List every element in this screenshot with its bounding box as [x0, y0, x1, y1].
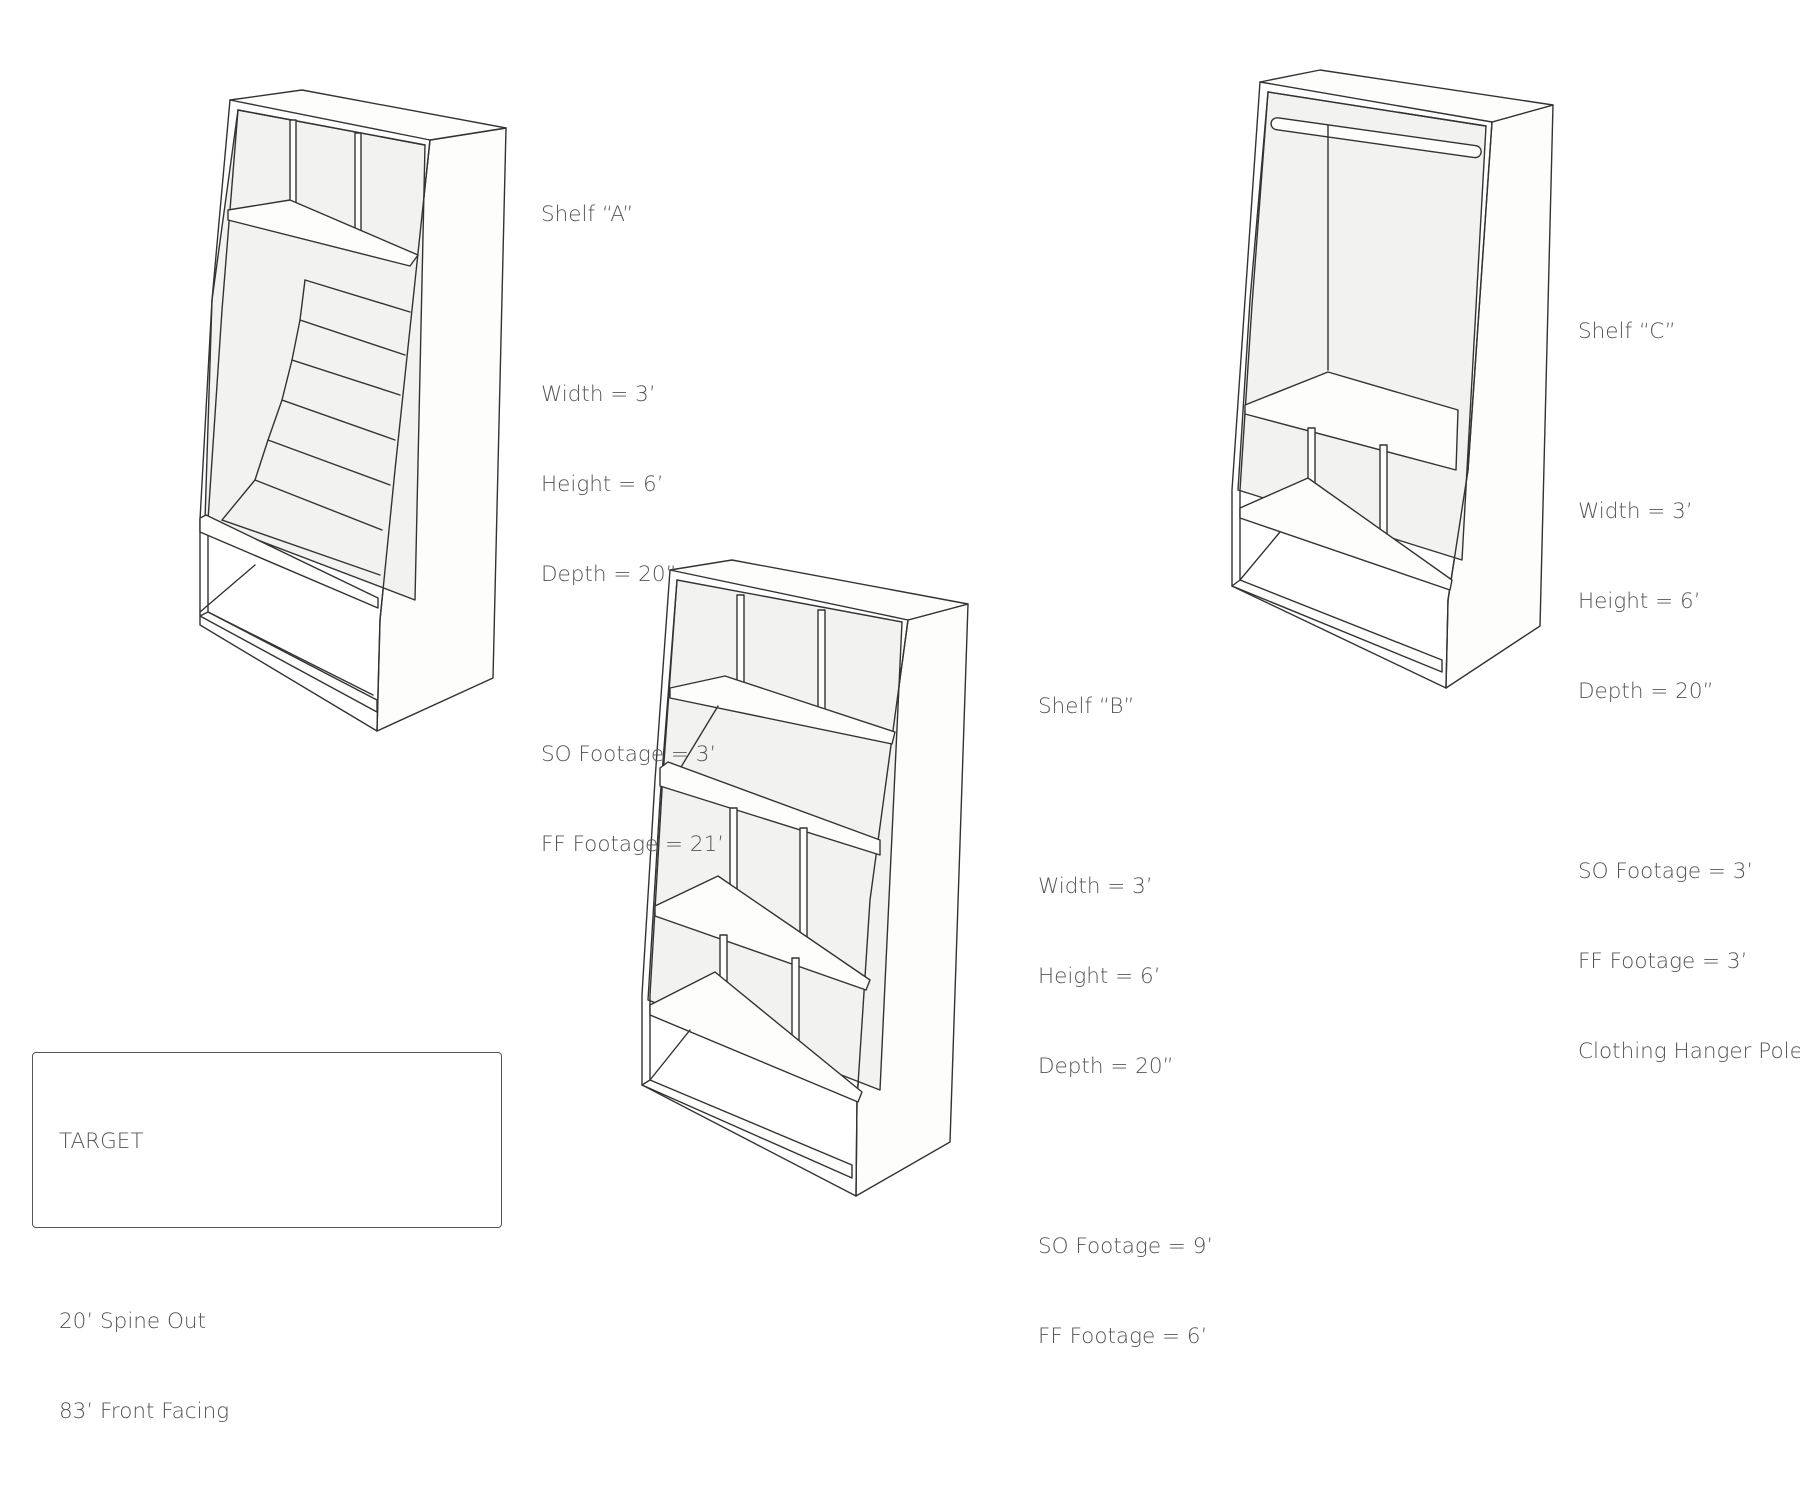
shelf-a-ledge [199, 514, 379, 609]
shelf-a-so-footage: SO Footage = 3’ [541, 742, 717, 767]
shelf-c-title: Shelf “C” [1578, 319, 1676, 344]
shelf-c-so-footage: SO Footage = 3’ [1578, 859, 1754, 884]
shelf-c-ff-footage: FF Footage = 3’ [1578, 949, 1748, 974]
shelf-a-divider [354, 132, 362, 241]
shelf-c-drawing [1231, 69, 1554, 689]
shelf-b-shelf [649, 971, 863, 1103]
target-front-facing: 83’ Front Facing [59, 1399, 230, 1424]
shelf-a-width: Width = 3’ [541, 382, 656, 407]
shelf-diagram [199, 69, 1554, 1197]
shelf-b-height: Height = 6’ [1038, 964, 1161, 989]
shelf-b-title: Shelf “B” [1038, 694, 1135, 719]
shelf-b-drawing [641, 559, 969, 1197]
target-summary-box: TARGET 20’ Spine Out 83’ Front Facing [32, 1052, 502, 1424]
shelf-a-title: Shelf “A” [541, 202, 634, 227]
shelf-b-ledge [659, 761, 881, 856]
shelf-b-kick [641, 1079, 853, 1179]
shelf-a-drawing [199, 89, 507, 732]
shelf-b-divider [817, 609, 826, 719]
shelf-b-shelf [654, 875, 871, 991]
shelf-c-note: Clothing Hanger Pole [1578, 1039, 1800, 1064]
shelf-c-depth: Depth = 20” [1578, 679, 1714, 704]
shelf-a-specs: Shelf “A” Width = 3’ Height = 6’ Depth =… [541, 140, 724, 890]
shelf-c-top [1259, 69, 1554, 123]
shelf-c-shelf [1244, 371, 1459, 471]
shelf-b-width: Width = 3’ [1038, 874, 1153, 899]
shelf-c-specs: Shelf “C” Width = 3’ Height = 6’ Depth =… [1578, 257, 1800, 1097]
shelf-b-specs: Shelf “B” Width = 3’ Height = 6’ Depth =… [1038, 632, 1213, 1382]
shelf-a-back [204, 109, 426, 601]
shelf-c-shelf [1239, 477, 1453, 591]
shelf-a-kick [199, 611, 378, 713]
shelf-b-shelf [669, 675, 896, 745]
shelf-a-ff-footage: FF Footage = 21’ [541, 832, 725, 857]
shelf-b-depth: Depth = 20” [1038, 1054, 1174, 1079]
shelf-c-kick [1231, 579, 1443, 673]
shelf-c-height: Height = 6’ [1578, 589, 1701, 614]
shelf-a-top [229, 89, 507, 141]
target-title: TARGET [59, 1129, 144, 1154]
shelf-a-depth: Depth = 20” [541, 562, 677, 587]
shelf-a-height: Height = 6’ [541, 472, 664, 497]
target-spine-out: 20’ Spine Out [59, 1309, 206, 1334]
shelf-c-back [1237, 91, 1487, 561]
target-specs: TARGET 20’ Spine Out 83’ Front Facing [59, 1067, 229, 1487]
shelf-b-so-footage: SO Footage = 9’ [1038, 1234, 1214, 1259]
shelf-a-upper-shelf [227, 199, 419, 267]
shelf-b-ff-footage: FF Footage = 6’ [1038, 1324, 1208, 1349]
shelf-b-top [669, 559, 969, 621]
shelf-c-hanger-pole [1270, 117, 1482, 159]
shelf-c-width: Width = 3’ [1578, 499, 1693, 524]
